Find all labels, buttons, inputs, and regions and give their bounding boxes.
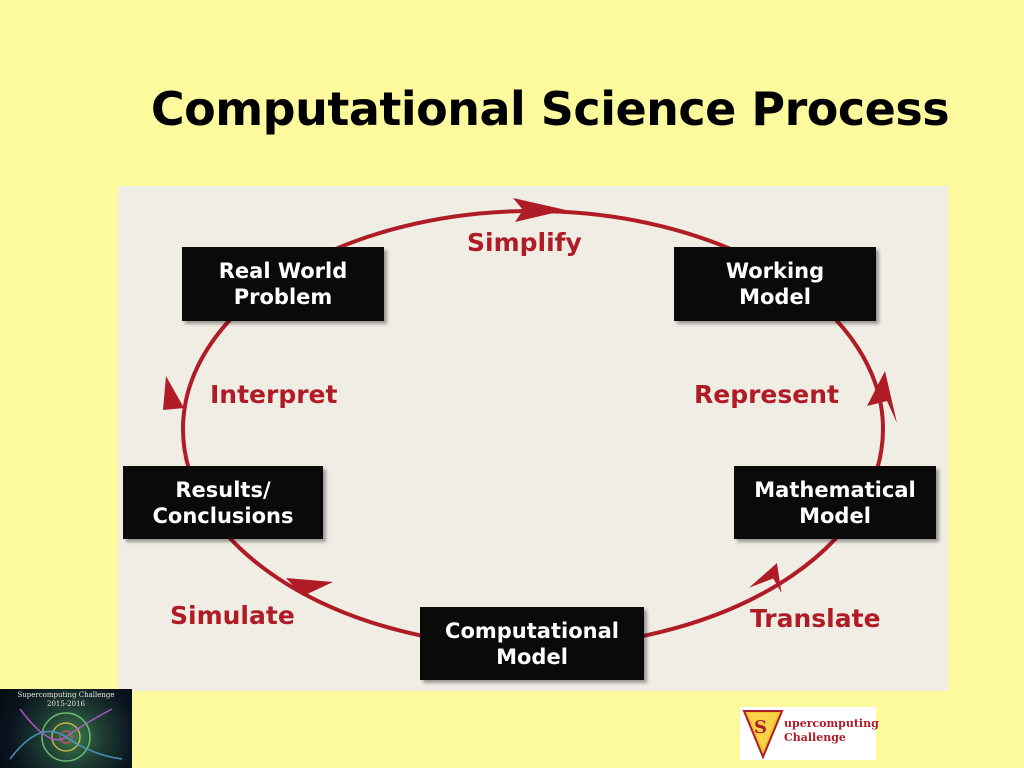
logo-left-caption-line2: 2015-2016	[47, 700, 85, 708]
logo-right-brand-line1: upercomputing	[784, 717, 879, 730]
arrowhead-simplify	[513, 198, 566, 222]
node-computational-line1: Computational	[445, 618, 619, 643]
super-s-shield-icon: S	[742, 710, 784, 760]
node-computational-model: Computational Model	[420, 607, 644, 680]
edge-label-represent: Represent	[694, 380, 839, 409]
slide-title: Computational Science Process	[150, 82, 950, 136]
node-real-world-line1: Real World	[218, 259, 348, 283]
node-mathematical-line1: Mathematical	[754, 477, 916, 502]
node-real-world-line2: Problem	[233, 285, 333, 309]
node-results-conclusions: Results/ Conclusions	[123, 466, 323, 539]
node-mathematical-line2: Model	[799, 503, 871, 528]
logo-left-caption: Supercomputing Challenge 2015-2016	[0, 691, 132, 709]
edge-label-interpret: Interpret	[210, 380, 338, 409]
node-results-line1: Results/	[175, 477, 271, 502]
node-real-world-problem: Real World Problem	[182, 247, 384, 321]
logo-left-caption-line1: Supercomputing Challenge	[17, 691, 115, 699]
arrowhead-interpret	[163, 376, 184, 410]
supercomputing-challenge-logo-right: S upercomputing Challenge	[740, 707, 879, 760]
edge-label-translate: Translate	[750, 604, 881, 633]
fractal-art-icon	[9, 708, 123, 762]
node-working-line1: Working	[725, 259, 825, 283]
arrowhead-translate	[748, 563, 782, 593]
arrowhead-represent	[867, 371, 897, 423]
logo-s-letter: S	[754, 717, 767, 738]
arrowhead-simulate	[286, 578, 333, 596]
edge-label-simulate: Simulate	[170, 601, 295, 630]
edge-label-simplify: Simplify	[467, 228, 582, 257]
node-mathematical-model: Mathematical Model	[734, 466, 936, 539]
logo-right-brand: upercomputing Challenge	[784, 717, 879, 745]
node-working-line2: Model	[739, 285, 811, 309]
node-computational-line2: Model	[496, 644, 568, 669]
node-working-model: Working Model	[674, 247, 876, 321]
logo-right-brand-line2: Challenge	[784, 731, 846, 744]
process-diagram: Real World Problem Working Model Mathema…	[118, 186, 948, 691]
node-results-line2: Conclusions	[152, 503, 294, 528]
supercomputing-challenge-logo-left: Supercomputing Challenge 2015-2016	[0, 689, 132, 768]
